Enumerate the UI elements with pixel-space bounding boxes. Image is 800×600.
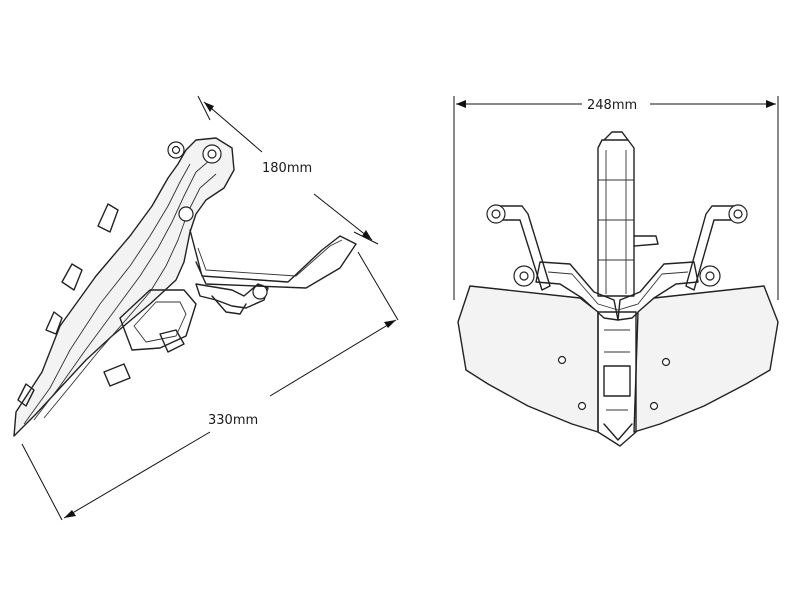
dim-180-ext-2 [353, 231, 379, 245]
dimension-330: 330mm [21, 251, 399, 521]
side-upper-rod-inner [197, 239, 343, 277]
dim-330-ext-1 [21, 443, 63, 521]
dim-330-arrow-start [64, 510, 76, 518]
dim-330-line-a [63, 431, 211, 519]
dim-248-label: 248mm [587, 98, 637, 113]
rear-right-plate-hole-1 [661, 357, 671, 367]
dim-180-line-b [313, 193, 373, 241]
dim-180-ext-1 [197, 95, 211, 121]
dim-180-arrow-start [204, 102, 214, 112]
side-tab-2 [61, 263, 83, 291]
dim-180-arrow-end [362, 230, 372, 240]
dim-330-ext-2 [357, 251, 399, 321]
side-view-contour-1 [23, 163, 191, 425]
side-plate-arm [195, 283, 269, 309]
side-view-plate [13, 137, 235, 437]
dim-180-line-a [203, 101, 263, 153]
rear-right-eyelet-inner [733, 209, 743, 219]
side-view-contour-2 [33, 159, 211, 421]
rear-left-grommet-inner [519, 271, 529, 281]
side-mount-hole-1-inner [171, 145, 181, 155]
rear-left-eyelet-inner [491, 209, 501, 219]
side-tab-3 [45, 311, 63, 335]
side-mount-hole-3 [178, 206, 194, 222]
dimension-180: 180mm [197, 95, 379, 245]
side-view [13, 137, 357, 437]
rear-lower-column [597, 311, 637, 447]
rear-cross-member-right [617, 261, 699, 321]
rear-cross-member [535, 261, 619, 321]
side-mount-hole-2-inner [207, 149, 217, 159]
side-light-housing-inner [133, 301, 187, 343]
rear-right-plate-hole-2 [649, 401, 659, 411]
side-arm-hole [252, 284, 268, 300]
rear-center-column [597, 139, 635, 297]
side-light-lens [159, 329, 185, 353]
rear-column-clip [633, 235, 659, 247]
dim-330-line-b [269, 319, 397, 397]
dim-248-arrow-start [456, 100, 466, 108]
rear-lower-box [603, 365, 631, 397]
side-light-housing [119, 289, 197, 351]
dim-180-label: 180mm [262, 161, 312, 176]
rear-view [457, 131, 779, 447]
side-upper-rod [189, 229, 357, 289]
rear-right-grommet-inner [705, 271, 715, 281]
rear-cross-member-inner [547, 271, 689, 311]
dim-330-arrow-end [384, 320, 396, 328]
side-arm-link [211, 295, 247, 315]
rear-left-plate-hole-2 [577, 401, 587, 411]
rear-left-plate [457, 285, 599, 433]
rear-left-plate-hole-1 [557, 355, 567, 365]
rear-right-plate [633, 285, 779, 433]
side-tab-1 [97, 203, 119, 233]
rear-column-cap [603, 131, 629, 141]
rear-lower-tip [603, 423, 633, 441]
side-tab-4 [17, 383, 35, 407]
side-view-contour-3 [43, 173, 217, 419]
side-reflector [103, 363, 131, 387]
dimension-248: 248mm [453, 96, 779, 300]
dim-330-label: 330mm [208, 413, 258, 428]
dim-248-arrow-end [766, 100, 776, 108]
